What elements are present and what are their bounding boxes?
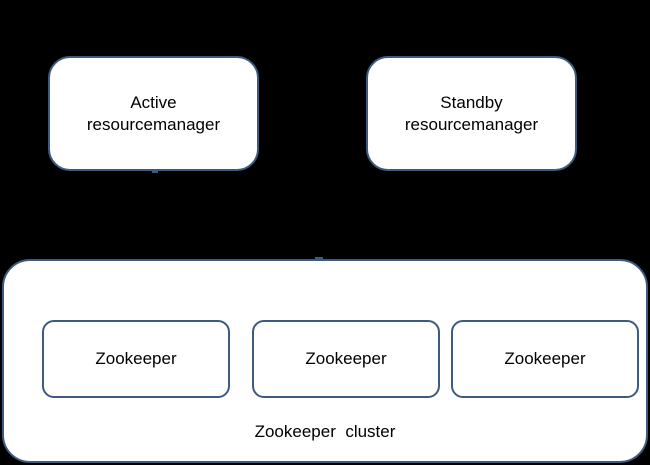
active-resourcemanager-line1: Active — [130, 92, 177, 112]
cluster-connector — [315, 257, 323, 261]
zookeeper-cluster-label: Zookeeper cluster — [254, 422, 396, 441]
standby-resourcemanager-line1: Standby — [440, 92, 503, 112]
zookeeper-node-1: Zookeeper — [42, 320, 230, 398]
active-resourcemanager-box: Active resourcemanager — [48, 56, 259, 171]
active-rm-connector — [152, 170, 158, 173]
standby-resourcemanager-box: Standby resourcemanager — [366, 56, 577, 171]
zookeeper-node-2-label: Zookeeper — [305, 349, 387, 368]
active-resourcemanager-line2: resourcemanager — [86, 114, 221, 134]
zookeeper-node-2: Zookeeper — [252, 320, 440, 398]
standby-resourcemanager-line2: resourcemanager — [404, 114, 539, 134]
zookeeper-node-3-label: Zookeeper — [504, 349, 586, 368]
zookeeper-node-1-label: Zookeeper — [95, 349, 177, 368]
zookeeper-node-3: Zookeeper — [451, 320, 639, 398]
